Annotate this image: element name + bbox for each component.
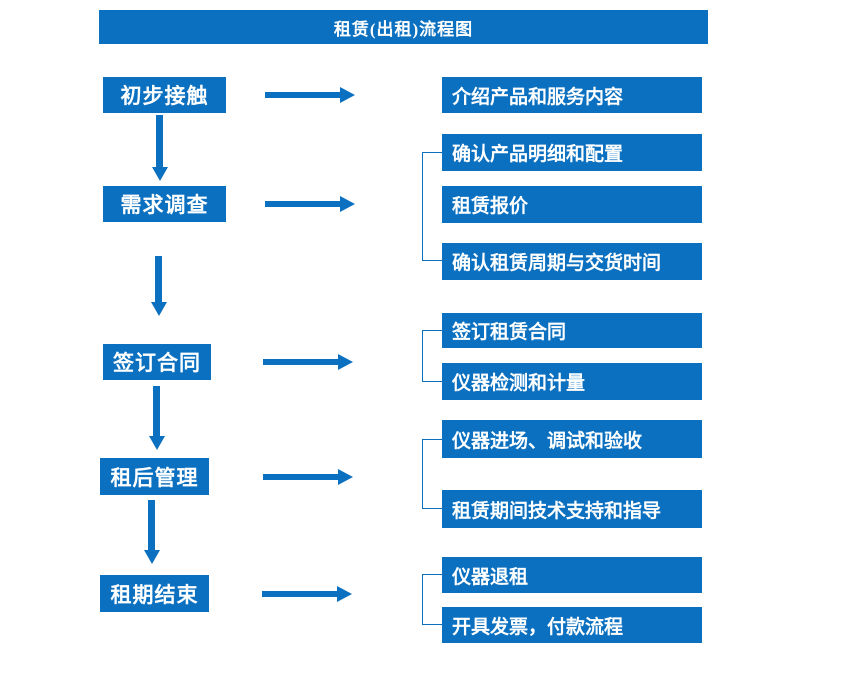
down-arrow-1 xyxy=(151,115,168,181)
down-arrow-3 xyxy=(148,386,165,450)
detail-box-invoice-payment: 开具发票，付款流程 xyxy=(442,607,702,643)
arrow-head xyxy=(148,436,165,450)
down-arrow-4 xyxy=(143,500,160,564)
right-arrow-4 xyxy=(263,469,353,485)
arrow-head xyxy=(151,167,168,181)
step-box-post-rental-management: 租后管理 xyxy=(100,458,209,495)
detail-box-sign-rental-contract: 签订租赁合同 xyxy=(442,313,702,348)
bracket-group-4 xyxy=(422,439,442,509)
bracket-group-2 xyxy=(422,152,442,261)
step-box-sign-contract: 签订合同 xyxy=(103,344,211,380)
detail-box-rental-quotation: 租赁报价 xyxy=(442,186,702,223)
down-arrow-2 xyxy=(150,256,167,316)
arrow-shaft xyxy=(156,115,163,167)
flowchart-title: 租赁(出租)流程图 xyxy=(99,10,708,44)
bracket-group-5 xyxy=(422,574,442,625)
detail-box-intro-products-services: 介绍产品和服务内容 xyxy=(442,77,702,113)
arrow-shaft xyxy=(262,591,337,597)
detail-box-confirm-period-delivery: 确认租赁周期与交货时间 xyxy=(442,243,702,280)
arrow-head xyxy=(340,87,355,103)
right-arrow-5 xyxy=(262,586,352,602)
arrow-head xyxy=(150,302,167,316)
arrow-head xyxy=(143,550,160,564)
arrow-shaft xyxy=(153,386,160,436)
right-arrow-1 xyxy=(265,87,355,103)
arrow-head xyxy=(340,196,355,212)
detail-box-confirm-product-details: 确认产品明细和配置 xyxy=(442,134,702,171)
detail-box-instrument-return: 仪器退租 xyxy=(442,557,702,593)
step-box-rental-end: 租期结束 xyxy=(100,575,209,612)
arrow-shaft xyxy=(265,92,340,98)
right-arrow-3 xyxy=(263,354,353,370)
arrow-shaft xyxy=(263,474,338,480)
arrow-shaft xyxy=(148,500,155,550)
bracket-group-3 xyxy=(422,330,442,382)
detail-box-instrument-setup-acceptance: 仪器进场、调试和验收 xyxy=(442,420,702,458)
arrow-shaft xyxy=(155,256,162,302)
step-box-initial-contact: 初步接触 xyxy=(103,77,226,113)
step-box-demand-survey: 需求调查 xyxy=(103,186,226,222)
detail-box-instrument-testing: 仪器检测和计量 xyxy=(442,363,702,400)
right-arrow-2 xyxy=(265,196,355,212)
detail-box-tech-support: 租赁期间技术支持和指导 xyxy=(442,490,702,528)
arrow-shaft xyxy=(263,359,338,365)
arrow-head xyxy=(338,354,353,370)
arrow-head xyxy=(337,586,352,602)
arrow-head xyxy=(338,469,353,485)
arrow-shaft xyxy=(265,201,340,207)
